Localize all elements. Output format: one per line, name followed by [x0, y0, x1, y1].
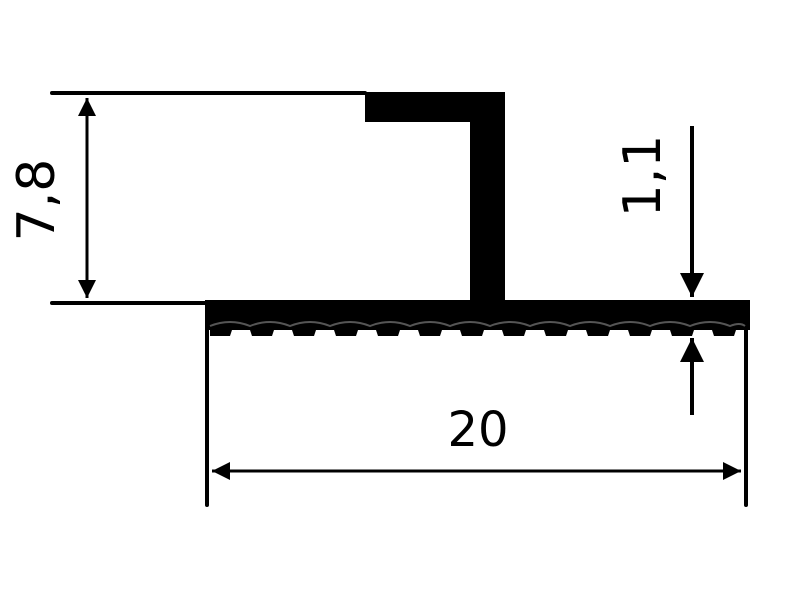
width-label: 20	[447, 402, 508, 458]
ribbed-underside	[205, 312, 750, 336]
width-dimension: 20	[205, 328, 748, 507]
vertical-web	[470, 92, 505, 305]
base-plate	[205, 300, 750, 312]
thickness-label: 1,1	[613, 135, 673, 218]
thickness-dimension: 1,1	[613, 126, 704, 415]
profile-section	[205, 92, 750, 336]
height-dimension: 7,8	[7, 91, 367, 305]
top-flange	[365, 92, 505, 125]
height-label: 7,8	[7, 159, 67, 242]
